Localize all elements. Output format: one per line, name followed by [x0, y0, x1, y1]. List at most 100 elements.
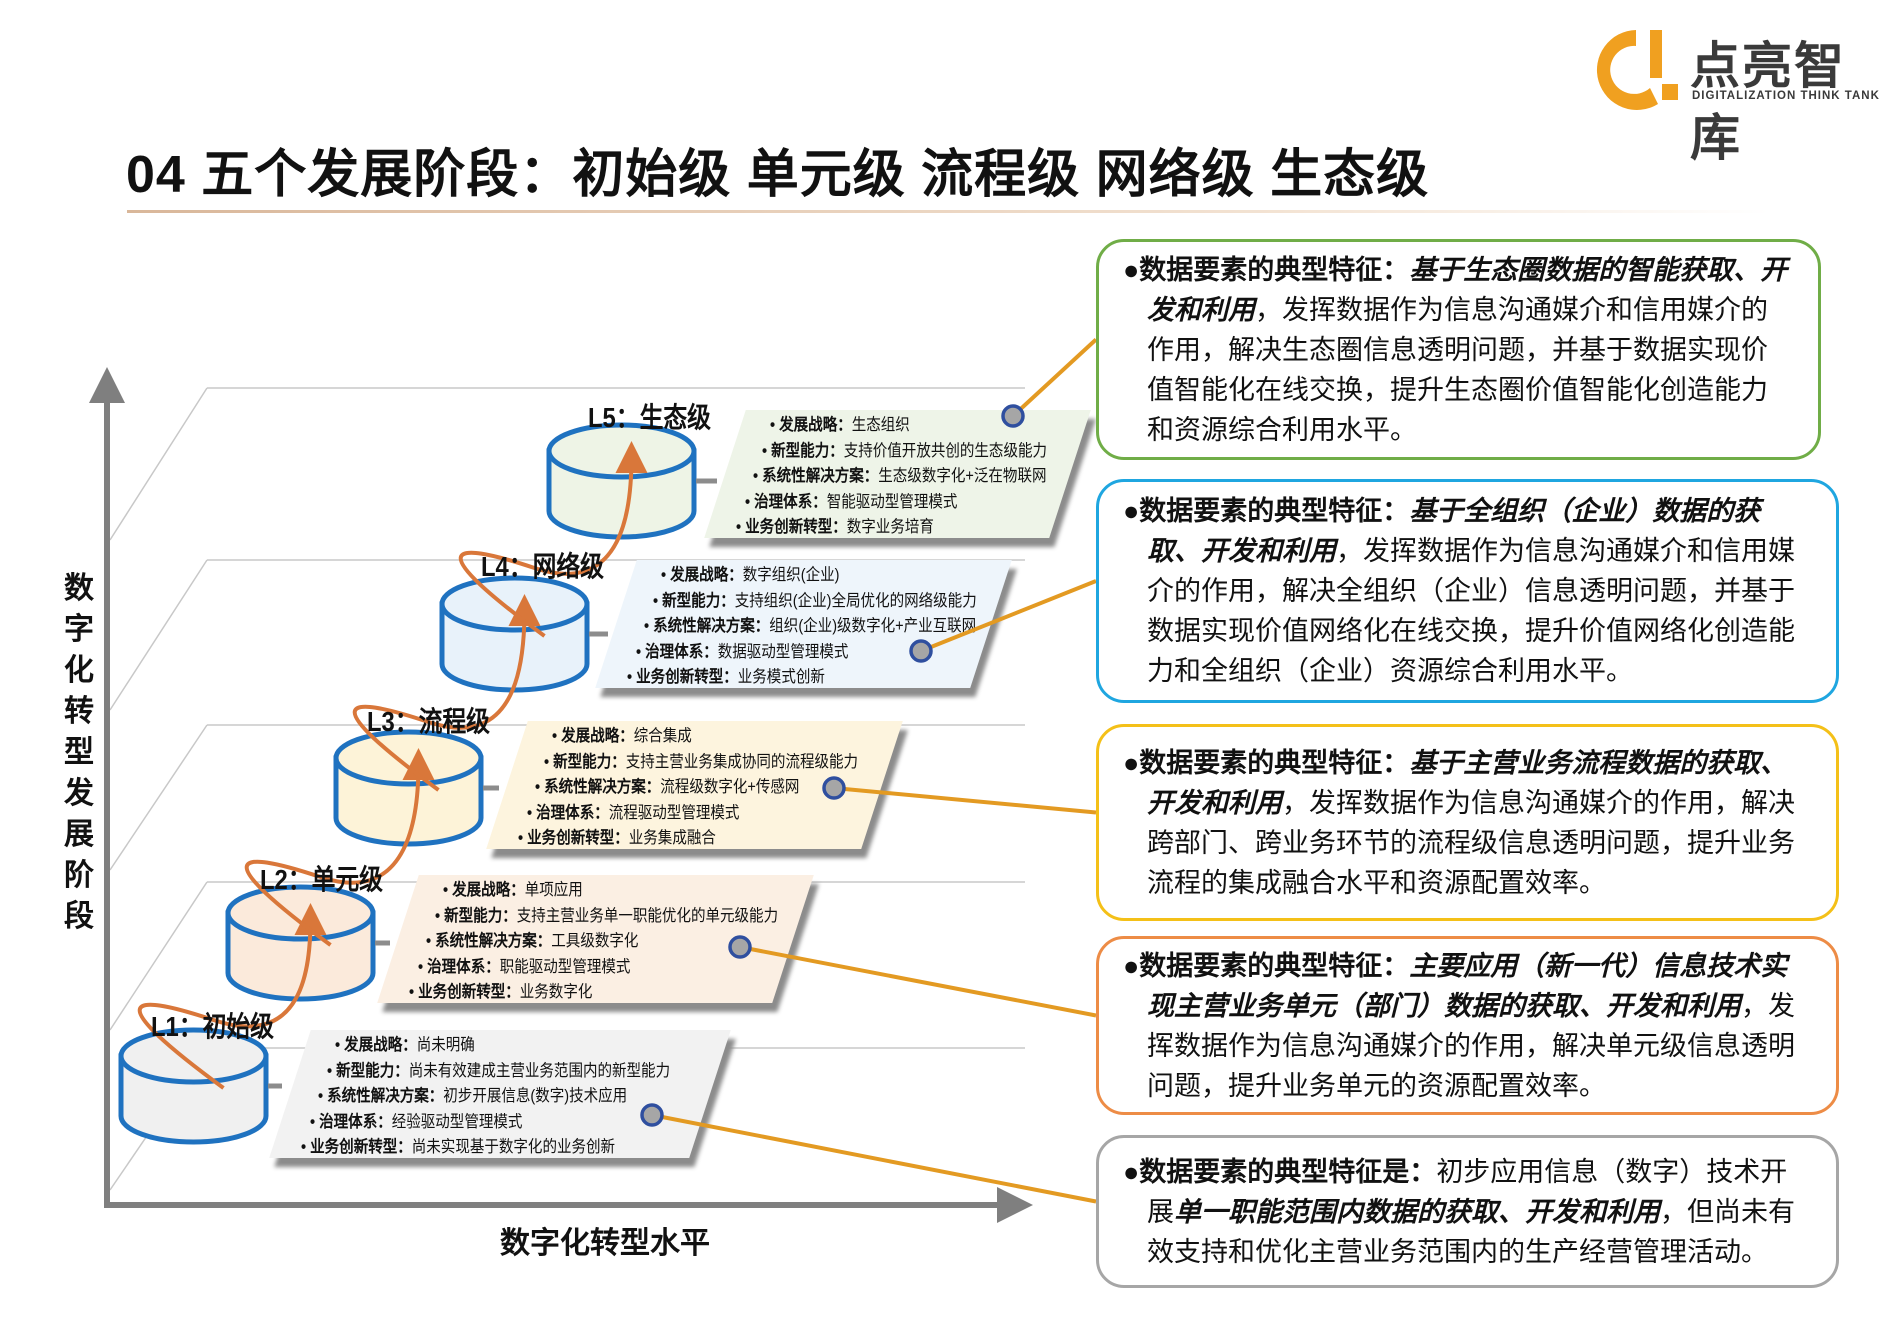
panel-item-value: 业务数字化 — [519, 983, 593, 1001]
feature-highlight: 基于生态圈数据的智能获取、开发和利用 — [1147, 254, 1788, 325]
panel-item-key: 治理体系： — [318, 1112, 392, 1131]
logo-name-cn: 点亮智库 — [1690, 38, 1846, 166]
cylinder-l4 — [439, 575, 590, 693]
feature-highlight: 基于全组织（企业）数据的获取、开发和利用 — [1147, 496, 1761, 566]
feature-highlight: ●数据要素的典型特征： — [1123, 950, 1410, 981]
panel-item-key: 治理体系： — [644, 642, 718, 661]
panel-item: • 发展战略：尚未明确 — [335, 1036, 475, 1054]
panel-item-value: 数字业务培育 — [846, 518, 934, 536]
panel-item-value: 数字组织(企业) — [742, 566, 840, 584]
panel-item: • 系统性解决方案：初步开展信息(数字)技术应用 — [318, 1087, 628, 1105]
panel-item-value: 经验驱动型管理模式 — [391, 1112, 522, 1131]
panel-item-value: 工具级数字化 — [551, 932, 639, 950]
panel-item-key: 系统性解决方案： — [327, 1087, 444, 1105]
panel-item: • 业务创新转型：尚未实现基于数字化的业务创新 — [301, 1138, 616, 1156]
panel-item-key: 发展战略： — [344, 1036, 417, 1054]
feature-text: ●数据要素的典型特征：基于全组织（企业）数据的获取、开发和利用，发挥数据作为信息… — [1099, 491, 1836, 691]
feature-text-segment: ，发挥数据作为信息沟通媒介的作用，解决单元级信息透明问题，提升业务单元的资源配置… — [1147, 990, 1795, 1101]
progression-arrow — [137, 903, 327, 1090]
panel-item-key: 发展战略： — [561, 727, 634, 745]
panel-item-key: 新型能力： — [770, 441, 844, 460]
level-label-l5: L5：生态级 — [588, 402, 711, 433]
logo: 点亮智库 DIGITALIZATION THINK TANK — [1588, 22, 1888, 166]
panel-item-value: 尚未有效建成主营业务范围内的新型能力 — [408, 1061, 670, 1080]
feature-highlight: ●数据要素的典型特征： — [1123, 254, 1410, 285]
panel-item: • 发展战略：综合集成 — [552, 727, 692, 745]
x-axis-label: 数字化转型水平 — [500, 1227, 710, 1260]
panel-item-value: 智能驱动型管理模式 — [826, 492, 957, 511]
panel-item-key: 业务创新转型： — [310, 1138, 412, 1156]
feature-box-l3: ●数据要素的典型特征：基于主营业务流程数据的获取、开发和利用，发挥数据作为信息沟… — [1096, 724, 1839, 921]
panel-item: • 系统性解决方案：流程级数字化+传感网 — [535, 778, 800, 796]
panel-item: • 治理体系：经验驱动型管理模式 — [309, 1112, 522, 1131]
panel-item-key: 业务创新转型： — [527, 829, 629, 847]
panel-item-key: 发展战略： — [779, 416, 852, 434]
feature-text: ●数据要素的典型特征是：初步应用信息（数字）技术开展单一职能范围内数据的获取、开… — [1099, 1152, 1836, 1272]
level-label-l4: L4：网络级 — [481, 551, 604, 582]
panel-item: • 系统性解决方案：工具级数字化 — [426, 932, 639, 950]
panel-item-value: 尚未实现基于数字化的业务创新 — [411, 1138, 616, 1156]
panel-item: • 新型能力：支持组织(企业)全局优化的网络级能力 — [652, 591, 977, 610]
panel-item: • 新型能力：支持价值开放共创的生态级能力 — [761, 441, 1047, 460]
feature-box-l1: ●数据要素的典型特征是：初步应用信息（数字）技术开展单一职能范围内数据的获取、开… — [1096, 1135, 1839, 1288]
panel-item-value: 单项应用 — [524, 881, 583, 899]
panel-item-key: 新型能力： — [552, 752, 626, 771]
feature-text: ●数据要素的典型特征：基于生态圈数据的智能获取、开发和利用，发挥数据作为信息沟通… — [1099, 250, 1818, 450]
panel-item-value: 职能驱动型管理模式 — [499, 957, 630, 976]
panel-item-key: 发展战略： — [670, 566, 743, 584]
panel-item-key: 系统性解决方案： — [435, 932, 552, 950]
panel-item: • 治理体系：智能驱动型管理模式 — [744, 492, 957, 511]
level-label-l3: L3：流程级 — [367, 706, 490, 737]
panel-item-key: 系统性解决方案： — [544, 778, 661, 796]
logo-mark-icon — [1596, 30, 1678, 110]
progression-arrow — [352, 594, 541, 792]
y-axis-label: 数字化转型发展阶段 — [64, 572, 94, 933]
panel-item: • 新型能力：尚未有效建成主营业务范围内的新型能力 — [326, 1061, 670, 1080]
page-title: 04 五个发展阶段：初始级 单元级 流程级 网络级 生态级 — [126, 146, 1430, 204]
panel-item-value: 流程级数字化+传感网 — [660, 778, 800, 796]
panel-item: • 发展战略：数字组织(企业) — [661, 566, 840, 584]
panel-item-value: 组织(企业)级数字化+产业互联网 — [769, 617, 977, 635]
cylinder-l3 — [333, 729, 484, 847]
panel-item-key: 业务创新转型： — [418, 983, 520, 1001]
panel-item-key: 发展战略： — [452, 881, 525, 899]
cylinder-l2 — [225, 884, 376, 1002]
panel-item-value: 生态级数字化+泛在物联网 — [878, 467, 1047, 485]
panel-item-value: 尚未明确 — [416, 1036, 475, 1054]
panel-item-value: 支持价值开放共创的生态级能力 — [843, 441, 1047, 460]
panel-item-key: 新型能力： — [443, 906, 517, 925]
level-label-l1: L1：初始级 — [151, 1011, 274, 1042]
feature-text-segment: ，发挥数据作为信息沟通媒介的作用，解决跨部门、跨业务环节的流程级信息透明问题，提… — [1147, 787, 1795, 898]
panel-item: • 业务创新转型：数字业务培育 — [736, 518, 934, 536]
logo-name-en: DIGITALIZATION THINK TANK — [1692, 90, 1880, 102]
panel-item: • 治理体系：流程驱动型管理模式 — [526, 803, 739, 822]
panel-item: • 系统性解决方案：生态级数字化+泛在物联网 — [753, 467, 1047, 485]
panel-item: • 业务创新转型：业务集成融合 — [518, 829, 716, 847]
panel-item: • 治理体系：职能驱动型管理模式 — [417, 957, 630, 976]
feature-box-l4: ●数据要素的典型特征：基于全组织（企业）数据的获取、开发和利用，发挥数据作为信息… — [1096, 479, 1839, 703]
panel-item: • 业务创新转型：业务数字化 — [409, 983, 593, 1001]
feature-highlight: 单一职能范围内数据的获取、开发和利用 — [1174, 1196, 1660, 1227]
panel-item: • 新型能力：支持主营业务集成协同的流程级能力 — [543, 752, 858, 771]
panel-item-value: 业务集成融合 — [628, 829, 716, 847]
panel-item-value: 支持组织(企业)全局优化的网络级能力 — [734, 591, 977, 610]
panel-item-key: 业务创新转型： — [745, 518, 847, 536]
feature-highlight: ●数据要素的典型特征： — [1123, 496, 1410, 526]
feature-box-l5: ●数据要素的典型特征：基于生态圈数据的智能获取、开发和利用，发挥数据作为信息沟通… — [1096, 239, 1821, 460]
panel-item-value: 初步开展信息(数字)技术应用 — [443, 1087, 628, 1105]
panel-item-value: 数据驱动型管理模式 — [717, 642, 848, 661]
feature-box-l2: ●数据要素的典型特征：主要应用（新一代）信息技术实现主营业务单元（部门）数据的获… — [1096, 936, 1839, 1115]
panel-item-value: 流程驱动型管理模式 — [608, 803, 739, 822]
progression-arrow — [458, 441, 648, 638]
cylinder-l5 — [546, 422, 697, 540]
level-label-l2: L2：单元级 — [260, 864, 383, 895]
feature-highlight: 基于主营业务流程数据的获取、开发和利用 — [1147, 747, 1788, 818]
panel-item: • 发展战略：单项应用 — [443, 881, 583, 899]
panel-item-key: 系统性解决方案： — [762, 467, 879, 485]
panel-item-value: 生态组织 — [851, 416, 910, 434]
panel-item: • 系统性解决方案：组织(企业)级数字化+产业互联网 — [644, 617, 977, 635]
feature-highlight: ●数据要素的典型特征是： — [1123, 1156, 1437, 1187]
panel-item: • 发展战略：生态组织 — [770, 416, 910, 434]
panel-item-key: 治理体系： — [535, 803, 609, 822]
cylinder-l1 — [118, 1027, 269, 1145]
